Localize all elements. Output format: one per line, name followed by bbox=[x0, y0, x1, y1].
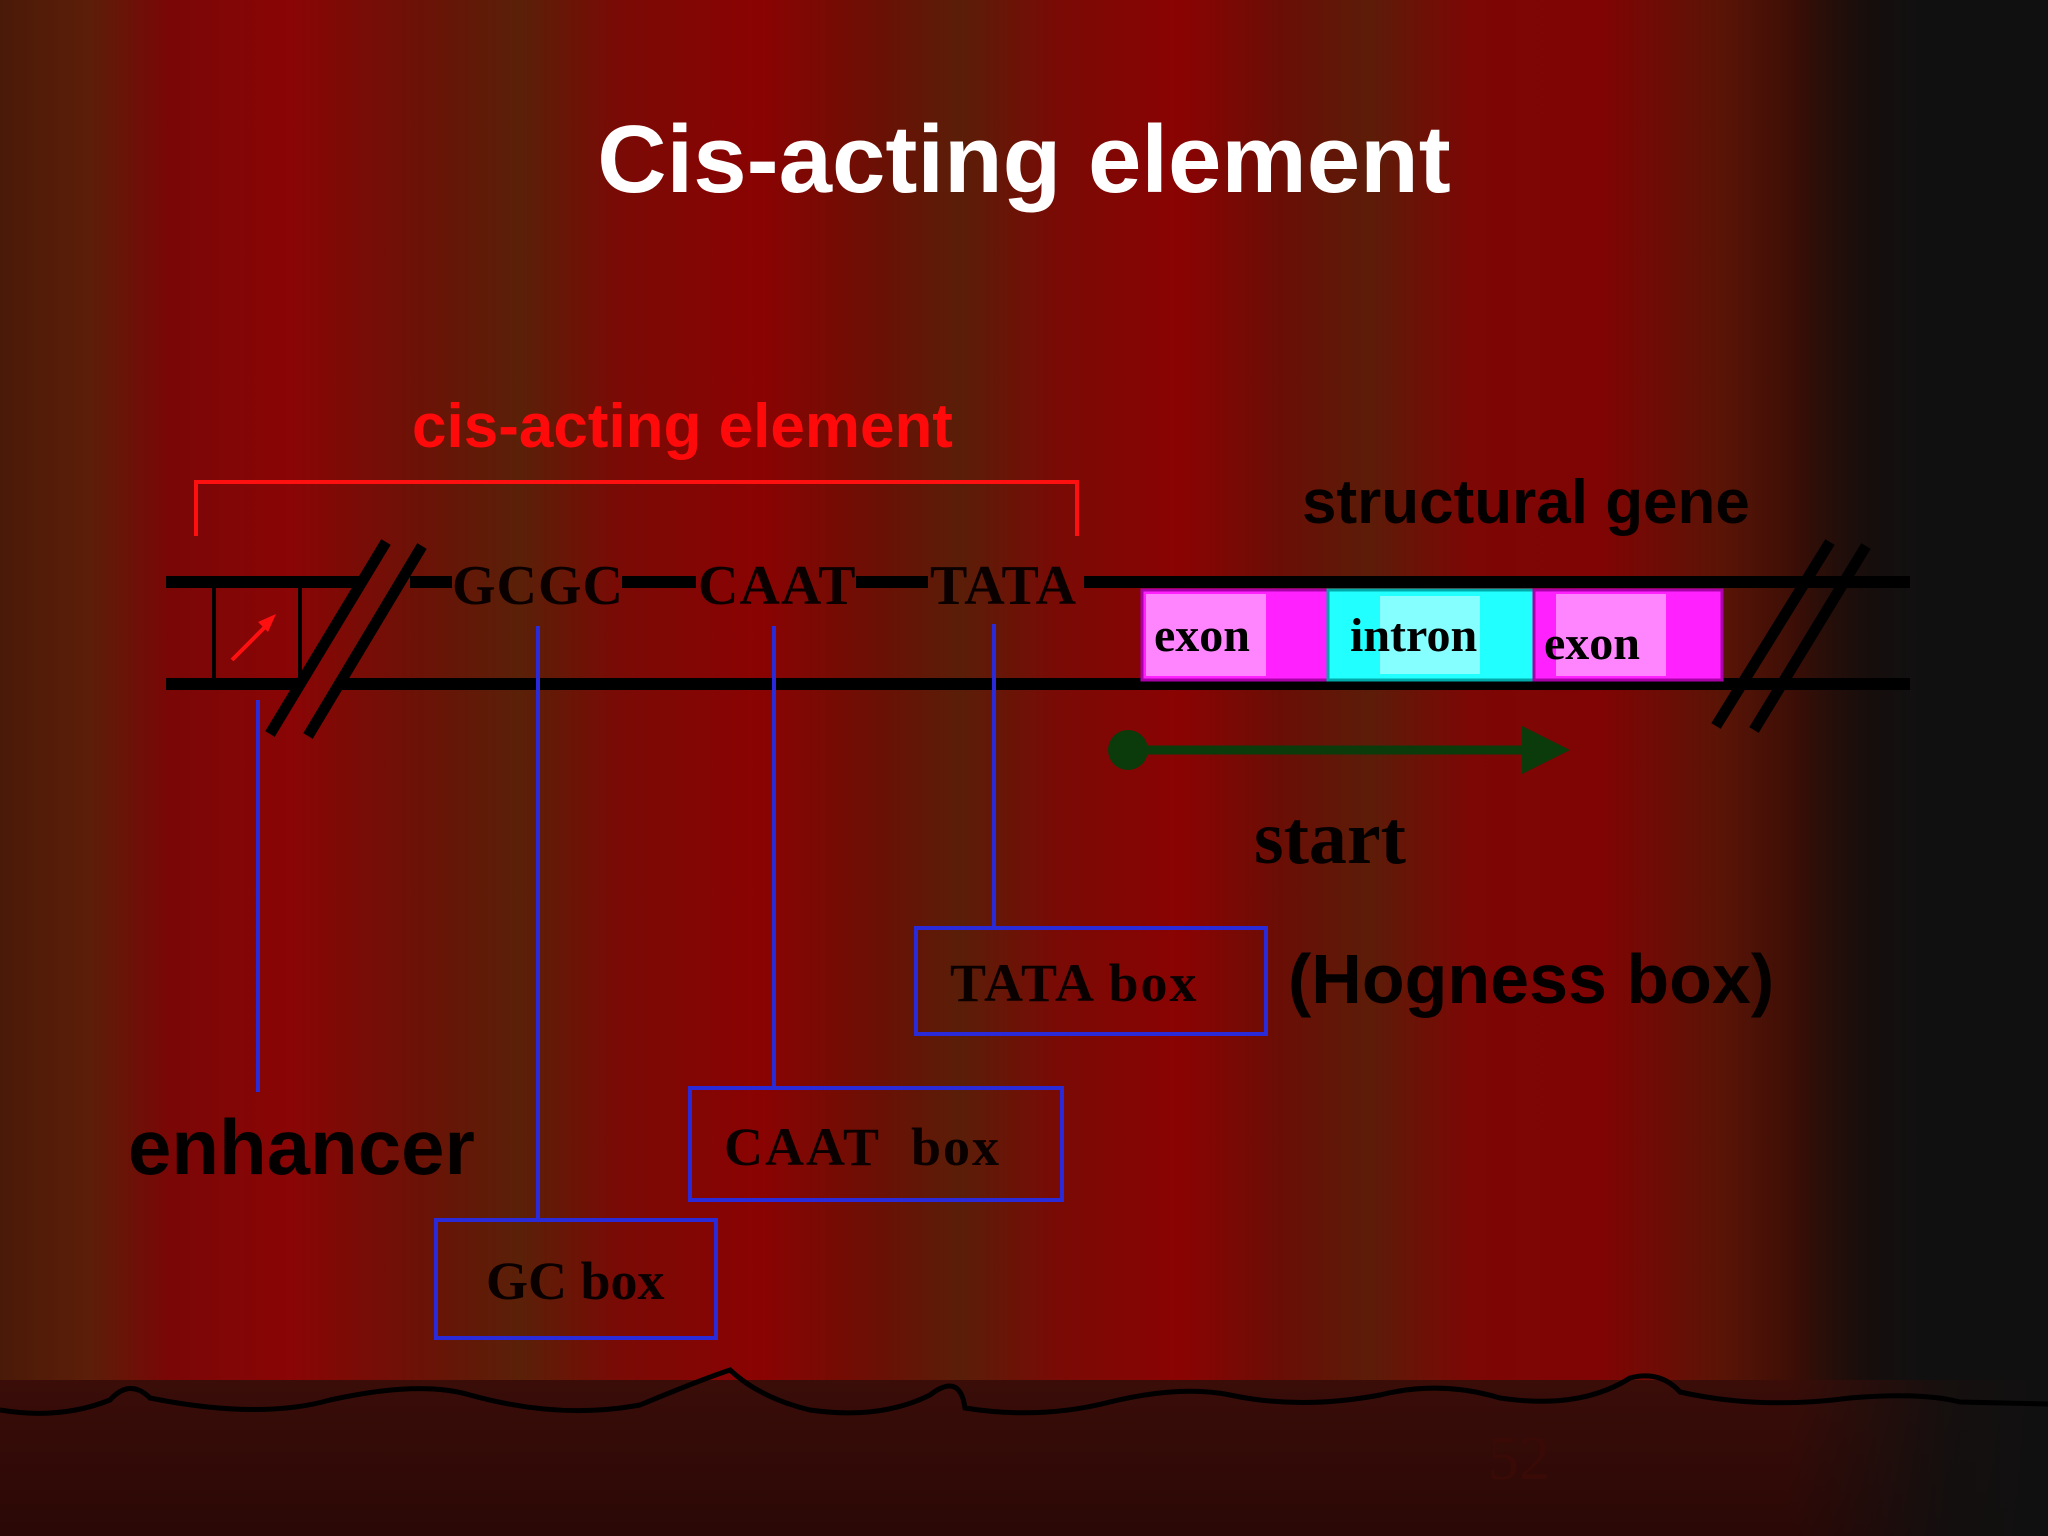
page-number: 52 bbox=[1488, 1425, 1550, 1493]
cis-element-label: cis-acting element bbox=[412, 392, 953, 461]
sequence-caat: CAAT bbox=[698, 555, 857, 617]
intron-box bbox=[1326, 588, 1536, 682]
intron-highlight bbox=[1380, 596, 1480, 674]
gc-box-label: GC box bbox=[486, 1251, 665, 1311]
stage-floor bbox=[0, 1380, 2048, 1536]
start-label: start bbox=[1254, 796, 1406, 880]
tata-box-label: TATA box bbox=[950, 953, 1199, 1013]
exon-2-label: exon bbox=[1544, 617, 1640, 670]
slide-title: Cis-acting element bbox=[597, 106, 1451, 213]
cis-element-bracket bbox=[194, 480, 1079, 536]
start-arrow-head bbox=[1522, 726, 1570, 774]
gc-box-frame bbox=[434, 1218, 718, 1340]
curtain-shadow bbox=[1788, 0, 2048, 1536]
caat-box-frame bbox=[688, 1086, 1064, 1202]
sequence-tata: TATA bbox=[930, 555, 1078, 617]
exon-2-highlight bbox=[1556, 594, 1666, 676]
exon-1-label: exon bbox=[1154, 609, 1250, 662]
intron-label: intron bbox=[1350, 609, 1478, 662]
enhancer-label: enhancer bbox=[128, 1103, 475, 1191]
break-mark-right-2 bbox=[1749, 543, 1871, 733]
curtain-hem bbox=[0, 1367, 2048, 1416]
exon-2-box bbox=[1532, 588, 1724, 682]
enhancer-arrow-head bbox=[258, 614, 276, 632]
break-mark-left-2 bbox=[303, 543, 427, 739]
caat-box-label: CAAT box bbox=[724, 1117, 1002, 1177]
tata-box-frame bbox=[914, 926, 1268, 1036]
hogness-box-label: (Hogness box) bbox=[1288, 940, 1775, 1018]
enhancer-arrow-icon bbox=[230, 620, 272, 662]
exon-1-box bbox=[1140, 588, 1330, 682]
structural-gene-label: structural gene bbox=[1302, 468, 1750, 537]
sequence-gcgc: GCGC bbox=[452, 555, 624, 617]
break-mark-left-1 bbox=[265, 539, 391, 737]
exon-1-highlight bbox=[1146, 594, 1266, 676]
break-mark-right-1 bbox=[1711, 539, 1835, 729]
